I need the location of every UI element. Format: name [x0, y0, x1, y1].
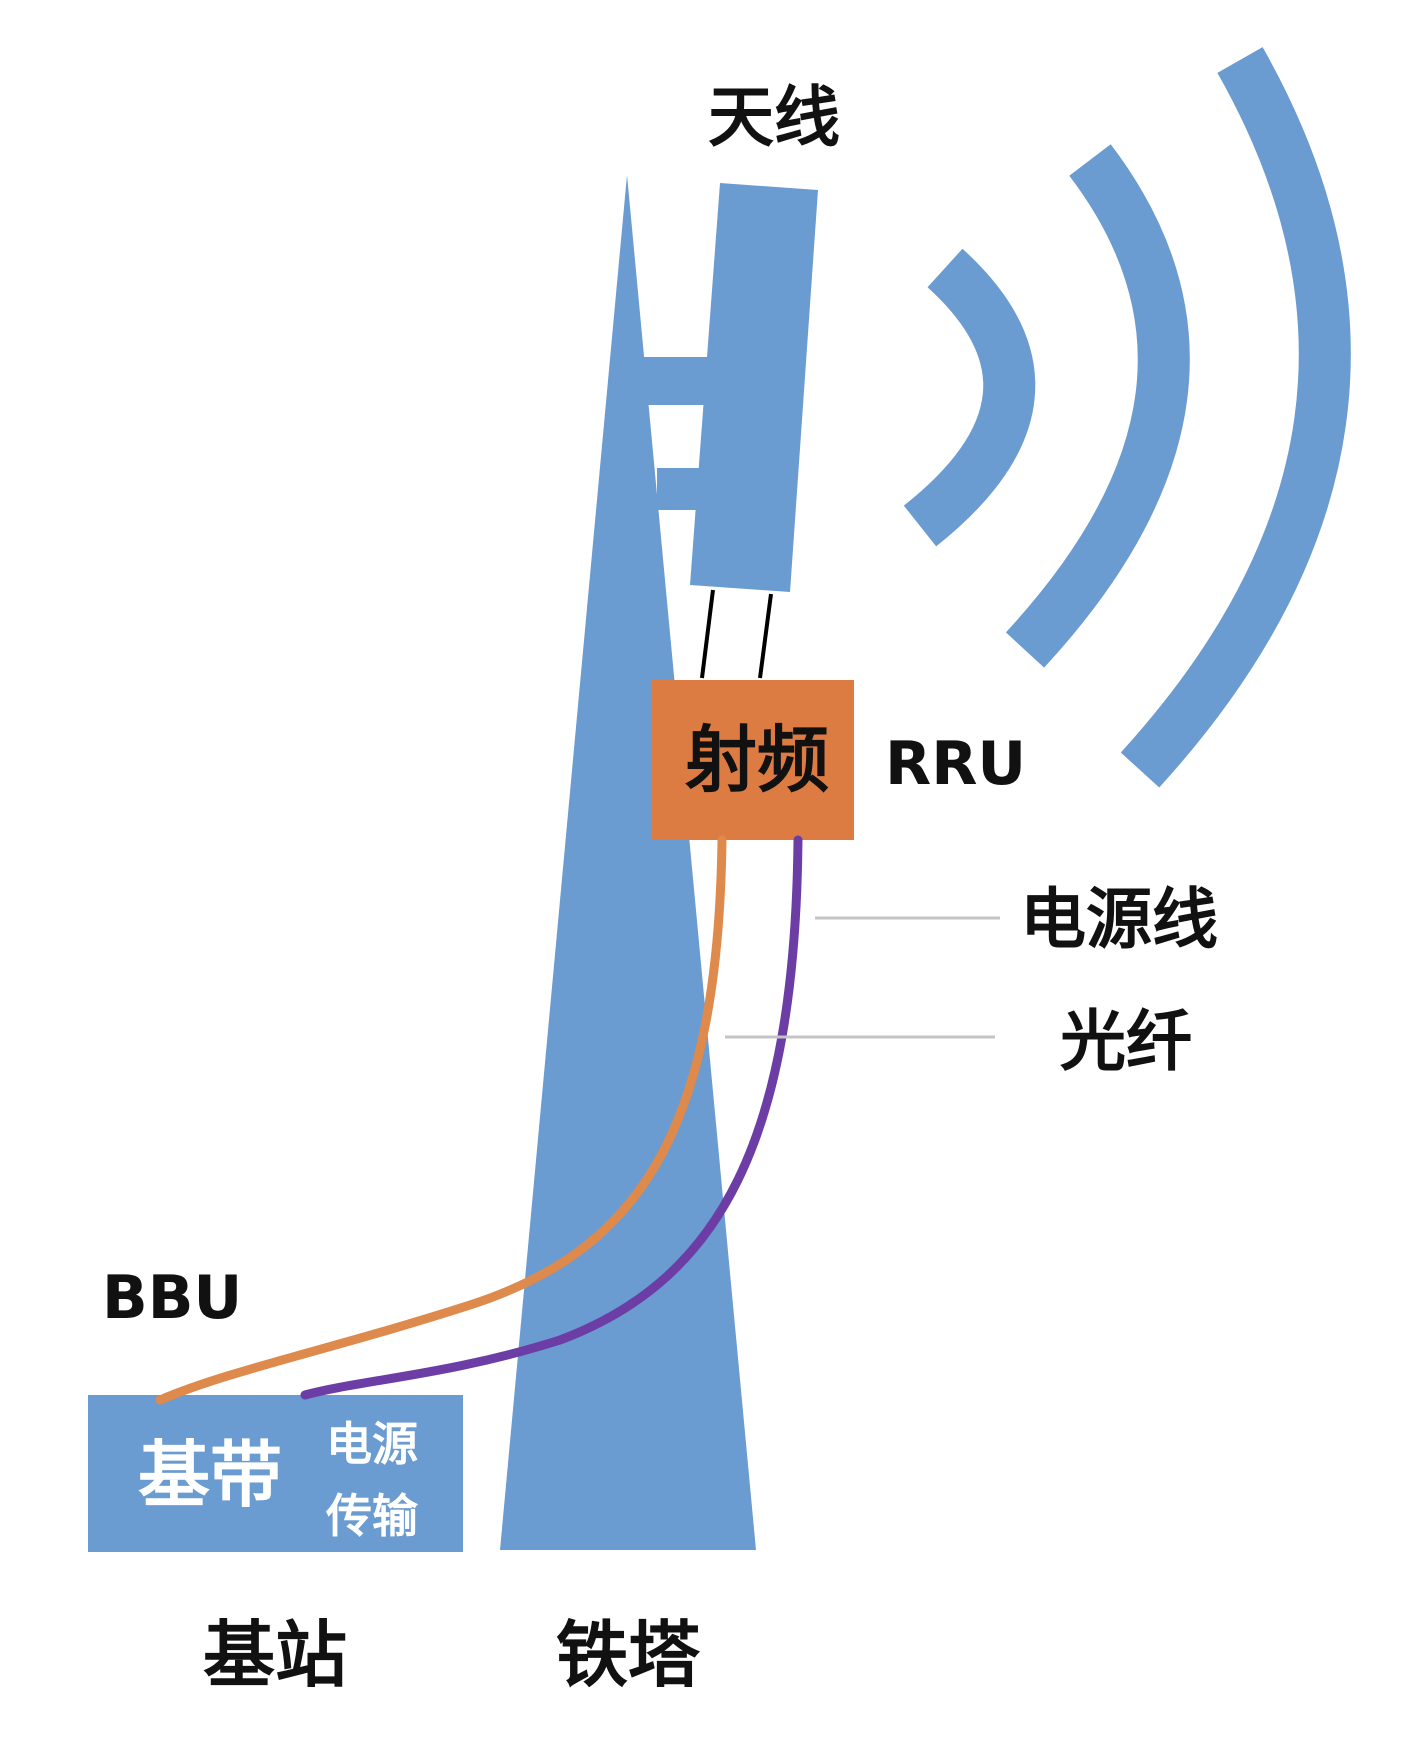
tower-shape	[500, 175, 756, 1550]
rru-label: RRU	[885, 729, 1026, 799]
bbu-label: BBU	[102, 1263, 242, 1333]
fiber-cable	[155, 835, 727, 1405]
jumper-cable-left	[700, 589, 715, 679]
power-module-label: 电源	[326, 1417, 418, 1471]
signal-waves-icon	[903, 47, 1351, 788]
antenna-panel	[690, 183, 818, 592]
signal-wave-large	[1120, 47, 1351, 788]
antenna-label: 天线	[708, 79, 840, 156]
fiber-label: 光纤	[1060, 1003, 1192, 1080]
tower-label: 铁塔	[556, 1613, 701, 1697]
transmission-module-label: 传输	[325, 1489, 419, 1543]
power-cable	[300, 835, 803, 1400]
signal-wave-medium	[1005, 144, 1190, 668]
rru-box	[652, 680, 854, 840]
baseband-label: 基带	[138, 1433, 282, 1517]
base-station-label: 基站	[203, 1613, 347, 1697]
signal-wave-small	[903, 248, 1036, 547]
rf-label: 射频	[685, 718, 829, 802]
bbu-box	[88, 1395, 463, 1552]
power-line-label: 电源线	[1020, 881, 1218, 958]
jumper-cable-right	[758, 593, 773, 679]
